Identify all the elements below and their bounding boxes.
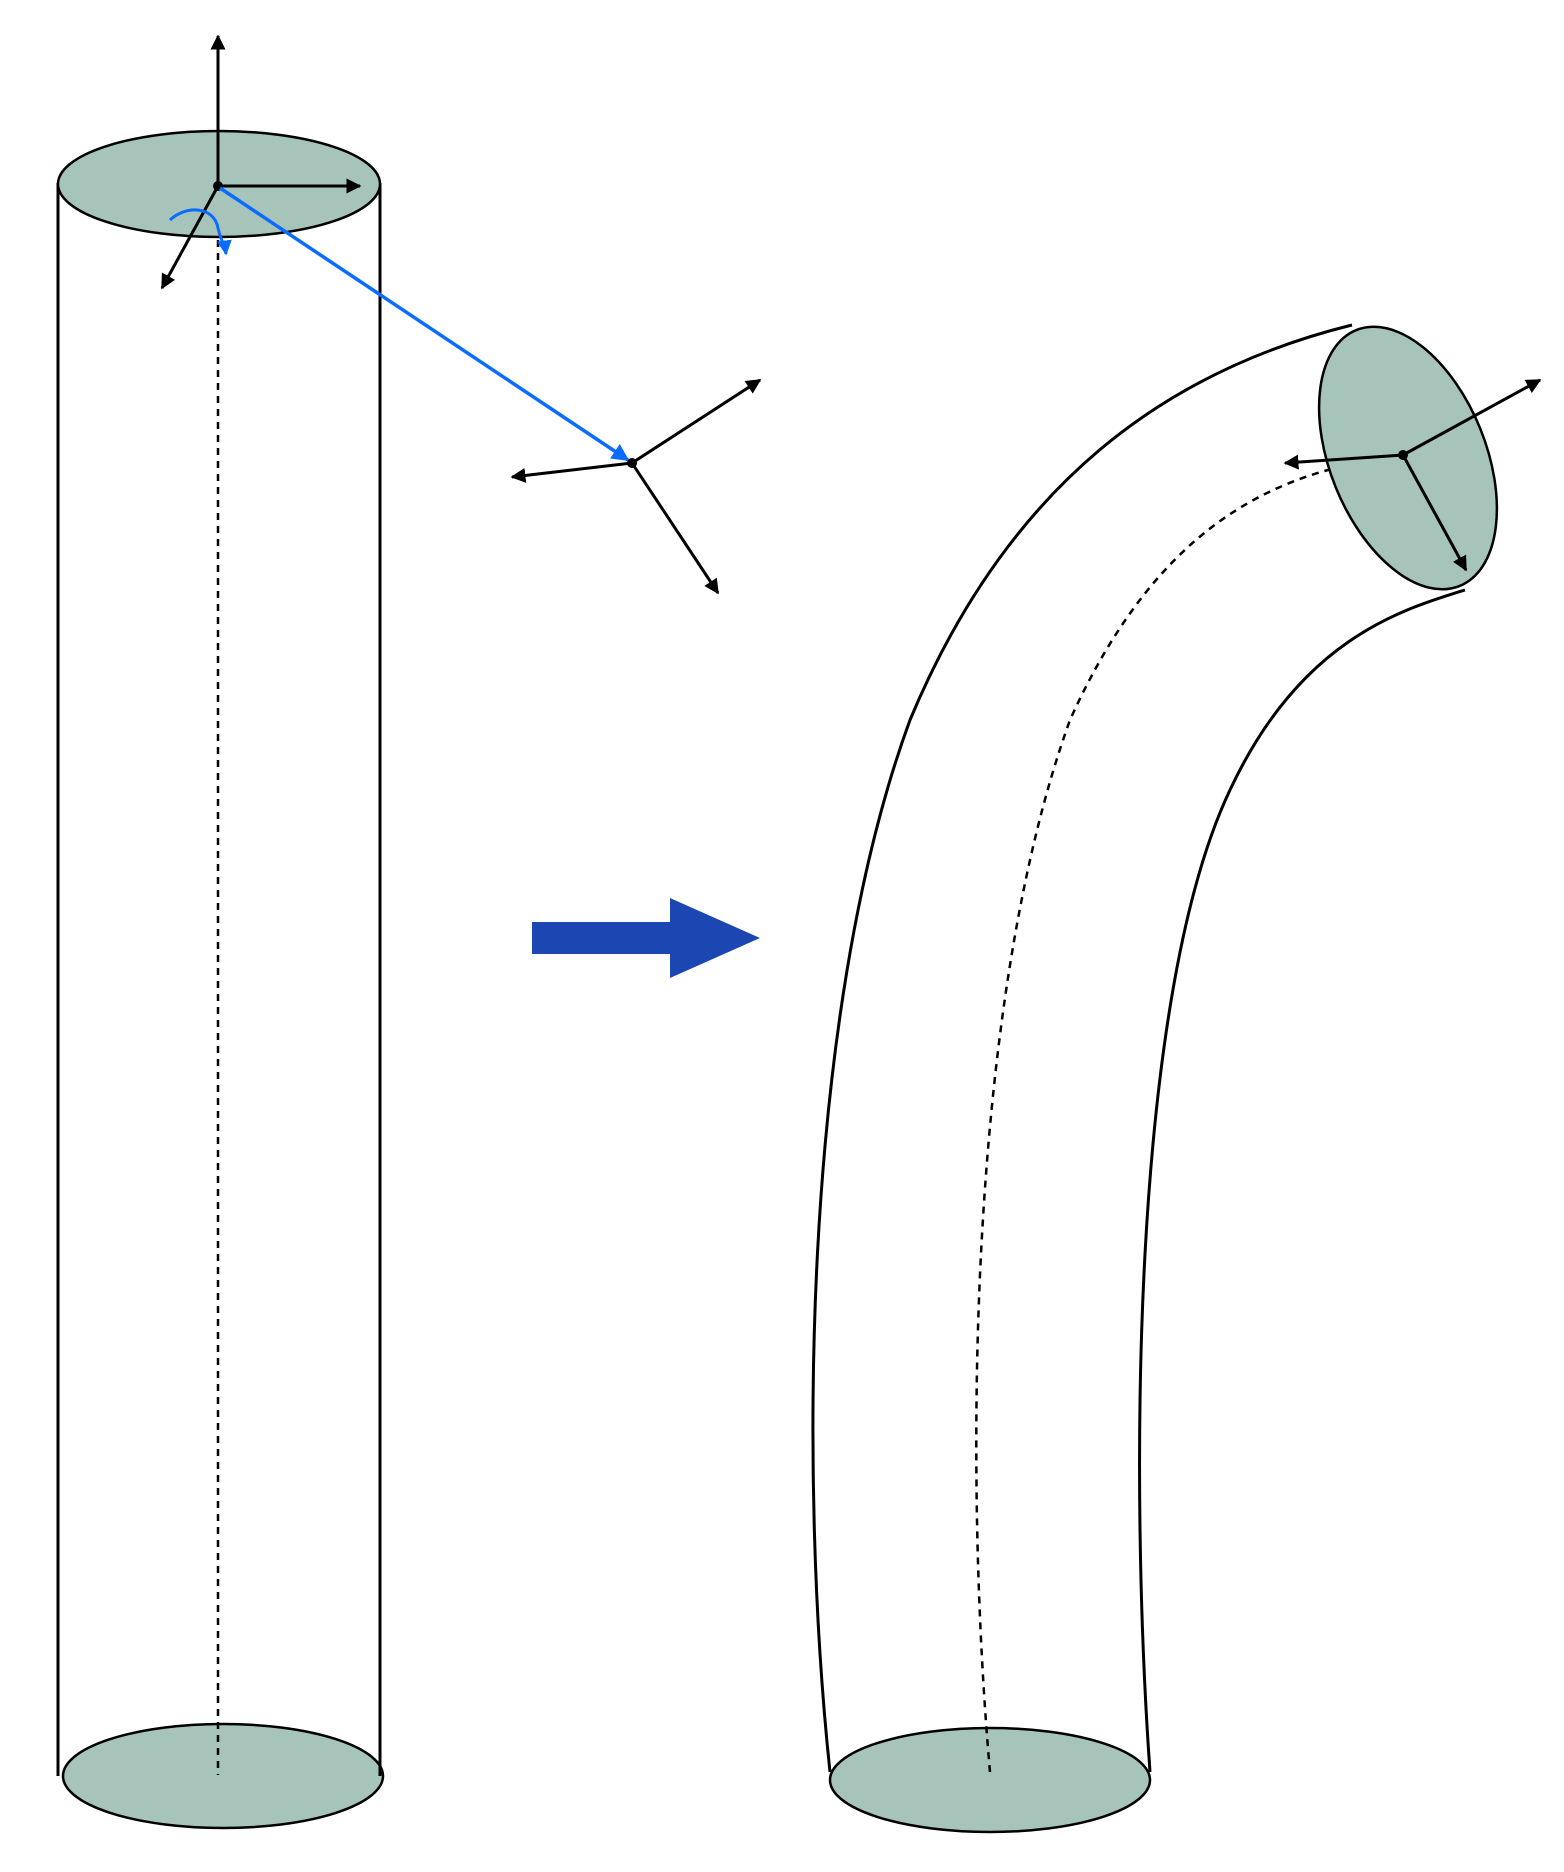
top-frame-axis-forward — [160, 185, 220, 290]
floating-frame-axis-left — [510, 461, 633, 483]
translation-arrow — [219, 186, 630, 462]
rotation-arrow-icon — [168, 208, 232, 256]
bent-end-coordinate-frame — [1283, 378, 1542, 572]
process-arrow-icon — [532, 898, 760, 978]
bent-frame-axis-up-right — [1402, 378, 1542, 457]
bent-frame-axis-left — [1283, 453, 1404, 470]
bent-cylinder-bottom-cap — [828, 1726, 1152, 1834]
bent-cylinder-centerline — [975, 454, 1403, 1773]
bent-frame-origin — [1398, 450, 1408, 460]
straight-cylinder-bottom-cap — [61, 1722, 385, 1830]
floating-frame-axis-down — [630, 462, 720, 595]
floating-frame-axis-up-right — [631, 378, 762, 465]
bent-frame-axis-down — [1401, 454, 1468, 572]
straight-cylinder — [56, 129, 385, 1830]
floating-frame-origin — [627, 458, 637, 468]
bent-cylinder-top-cap — [1317, 325, 1499, 591]
bent-cylinder-outer-side — [811, 323, 1353, 1773]
bent-cylinder — [811, 323, 1499, 1834]
bent-cylinder-inner-side — [1138, 588, 1466, 1773]
transformed-coordinate-frame — [510, 378, 762, 595]
